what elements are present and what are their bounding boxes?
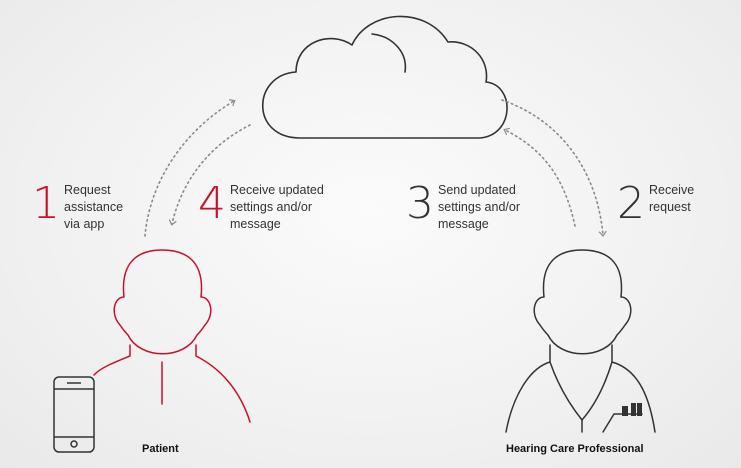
step-line: Request xyxy=(64,183,111,197)
step-number: 2 xyxy=(617,178,645,229)
arrow-patient-to-cloud xyxy=(144,99,236,237)
step-line: settings and/or xyxy=(230,200,312,214)
step-line: Send updated xyxy=(438,183,516,197)
step-2: 2 Receive request xyxy=(617,182,694,226)
step-1: 1 Request assistance via app xyxy=(32,182,123,233)
arrow-cloud-to-professional xyxy=(501,99,607,237)
arrow-professional-to-cloud xyxy=(503,127,576,227)
hearing-aid-icon xyxy=(622,403,642,416)
step-number: 1 xyxy=(32,178,60,229)
smartphone-icon xyxy=(53,376,95,453)
step-3: 3 Send updated settings and/or message xyxy=(406,182,520,233)
patient-label: Patient xyxy=(142,443,179,455)
step-description: Receive request xyxy=(649,182,694,216)
patient-figure-icon xyxy=(93,249,251,423)
step-number: 4 xyxy=(198,178,226,229)
step-line: message xyxy=(438,217,489,231)
step-description: Request assistance via app xyxy=(64,182,123,233)
professional-label: Hearing Care Professional xyxy=(506,443,644,455)
step-line: request xyxy=(649,200,691,214)
step-description: Send updated settings and/or message xyxy=(438,182,520,233)
step-number: 3 xyxy=(406,178,434,229)
cloud-icon xyxy=(262,15,508,139)
step-line: via app xyxy=(64,217,105,231)
step-line: settings and/or xyxy=(438,200,520,214)
step-description: Receive updated settings and/or message xyxy=(230,182,324,233)
step-line: message xyxy=(230,217,281,231)
step-line: assistance xyxy=(64,200,124,214)
step-line: Receive updated xyxy=(230,183,324,197)
step-line: Receive xyxy=(649,183,695,197)
arrow-cloud-to-patient xyxy=(168,124,251,226)
step-4: 4 Receive updated settings and/or messag… xyxy=(198,182,324,233)
